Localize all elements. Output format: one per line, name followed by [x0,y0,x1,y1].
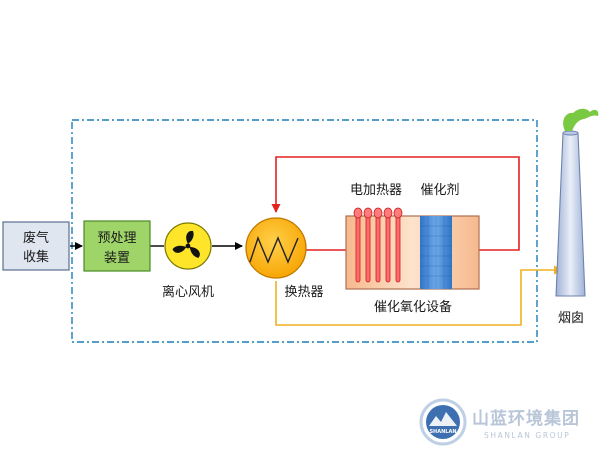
pretreatment-label-line1: 预处理 [97,231,136,246]
seal-text: SHANLAN [429,429,456,435]
heat-exchanger-icon [245,217,307,279]
heat-exchanger-label: 换热器 [284,285,323,300]
oxidation-unit-label: 催化氧化设备 [374,299,452,315]
waste-gas-label-line1: 废气 [23,230,49,246]
pretreatment-label-line2: 装置 [104,251,130,266]
chimney-label: 烟囱 [558,311,584,326]
fan-label: 离心风机 [162,284,214,300]
chimney-icon [555,130,586,297]
catalyst-label: 催化剂 [420,183,459,198]
watermark-company-cn: 山蓝环境集团 [472,408,580,429]
catalyst-bed-texture [420,216,452,289]
system-boundary [71,119,538,343]
watermark-company-en: SHANLAN GROUP [484,431,570,440]
fan-icon [164,222,212,270]
heater-rod-icon [353,207,403,283]
pretreatment-device-box: 预处理 装置 [83,220,151,272]
smoke-icon [563,108,599,131]
waste-gas-label-line2: 收集 [23,249,49,265]
company-watermark: SHANLAN 山蓝环境集团 SHANLAN GROUP [419,398,580,446]
catalytic-oxidation-unit [345,207,480,290]
company-seal-icon: SHANLAN [419,398,467,446]
waste-gas-collection-box: 废气 收集 [2,221,70,271]
exhaust-line-to-chimney [275,265,563,326]
recycle-loop-line [271,156,520,251]
heater-label: 电加热器 [350,183,402,198]
